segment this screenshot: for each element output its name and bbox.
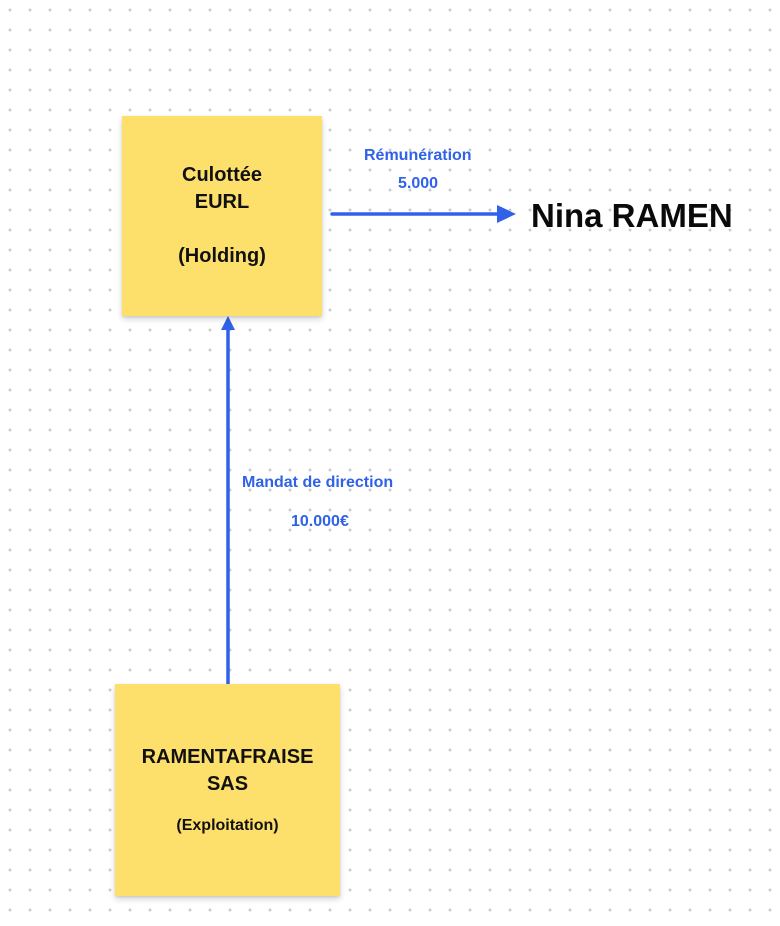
edge-label-remuneration[interactable]: Rémunération	[364, 147, 472, 164]
holding-legal-form: EURL	[194, 191, 250, 213]
arrowhead-mandat-icon	[221, 316, 235, 330]
holding-spacer	[122, 216, 322, 243]
sticky-note-exploitation[interactable]: RAMENTAFRAISE SAS (Exploitation)	[115, 684, 340, 896]
exploitation-legal-form: SAS	[206, 773, 249, 795]
exploitation-role: (Exploitation)	[176, 817, 279, 834]
sticky-note-holding[interactable]: Culottée EURL (Holding)	[122, 116, 322, 316]
exploitation-name: RAMENTAFRAISE	[141, 746, 314, 768]
edge-label-mandat[interactable]: Mandat de direction	[242, 474, 394, 491]
arrowhead-remuneration-icon	[497, 205, 516, 223]
edge-amount-mandat[interactable]: 10.000€	[291, 513, 349, 530]
holding-name: Culottée	[182, 164, 262, 186]
person-name-text[interactable]: Nina RAMEN	[531, 197, 733, 234]
holding-role: (Holding)	[178, 245, 266, 267]
edge-amount-remuneration[interactable]: 5.000	[398, 175, 439, 192]
